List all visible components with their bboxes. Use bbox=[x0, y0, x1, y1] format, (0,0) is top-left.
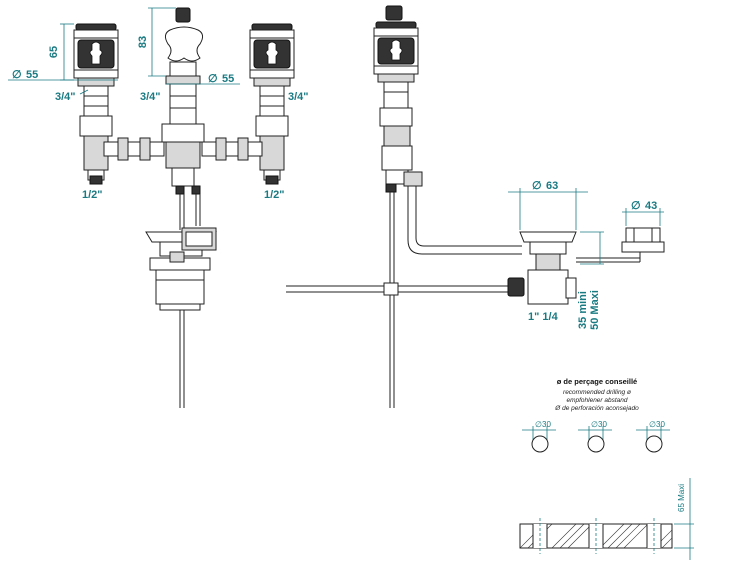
svg-text:30: 30 bbox=[598, 420, 607, 429]
svg-text:55: 55 bbox=[26, 69, 38, 81]
dim-min-depth: 35 mini bbox=[577, 291, 589, 329]
side-dimensions: ∅ 63 ∅ 43 35 mini 50 Maxi 1" 1/4 bbox=[508, 180, 664, 330]
side-view bbox=[286, 5, 665, 408]
svg-text:∅: ∅ bbox=[532, 180, 542, 192]
side-handle bbox=[373, 5, 419, 75]
svg-text:∅: ∅ bbox=[12, 69, 22, 81]
hole-center: ∅ 30 bbox=[578, 420, 612, 453]
drilling-note-line-1: recommended drilling ø bbox=[563, 389, 631, 396]
drilling-note-title: ø de perçage conseillé bbox=[557, 377, 637, 386]
side-drain bbox=[507, 231, 577, 305]
drilling-note-line-3: Ø de perforación aconsejado bbox=[554, 405, 639, 412]
dim-left-bottom-thread: 1/2" bbox=[82, 189, 103, 201]
right-handle bbox=[249, 23, 295, 87]
front-drain bbox=[145, 227, 217, 311]
dim-left-diameter: ∅ 55 bbox=[12, 69, 38, 81]
left-handle bbox=[73, 23, 119, 87]
svg-text:55: 55 bbox=[222, 73, 234, 85]
dim-right-thread: 3/4" bbox=[288, 91, 309, 103]
svg-text:43: 43 bbox=[645, 200, 657, 212]
svg-text:30: 30 bbox=[542, 420, 551, 429]
svg-text:63: 63 bbox=[546, 180, 558, 192]
svg-text:∅: ∅ bbox=[591, 420, 598, 429]
dim-center-diameter: ∅ 55 bbox=[208, 73, 234, 85]
dim-right-bottom-thread: 1/2" bbox=[264, 189, 285, 201]
dim-drain-diameter: ∅ 63 bbox=[532, 180, 558, 192]
popup-knob bbox=[576, 227, 665, 263]
dim-popup-diameter: ∅ 43 bbox=[631, 200, 657, 212]
center-lever bbox=[161, 7, 205, 187]
deck-section: 65 Maxi bbox=[519, 478, 694, 560]
hole-right: ∅ 30 bbox=[636, 420, 670, 453]
dim-center-thread: 3/4" bbox=[140, 91, 161, 103]
dim-drain-thread: 1" 1/4 bbox=[528, 311, 559, 323]
drilling-note-line-2: empfohlener abstand bbox=[566, 397, 627, 404]
front-view bbox=[73, 7, 295, 408]
svg-text:30: 30 bbox=[656, 420, 665, 429]
dim-left-height: 65 bbox=[48, 46, 60, 58]
svg-text:∅: ∅ bbox=[208, 73, 218, 85]
dim-deck-max: 65 Maxi bbox=[677, 484, 686, 512]
dim-left-thread: 3/4" bbox=[55, 91, 76, 103]
svg-text:∅: ∅ bbox=[535, 420, 542, 429]
front-dimensions: 65 ∅ 55 3/4" 3/4" 3/4" 83 ∅ 55 1/2" 1/2" bbox=[8, 7, 309, 201]
dim-center-height: 83 bbox=[137, 36, 149, 48]
svg-text:∅: ∅ bbox=[649, 420, 656, 429]
hole-left: ∅ 30 bbox=[522, 420, 556, 453]
drilling-note: ø de perçage conseillé recommended drill… bbox=[522, 377, 670, 453]
dim-max-depth: 50 Maxi bbox=[589, 290, 601, 330]
svg-text:∅: ∅ bbox=[631, 200, 641, 212]
